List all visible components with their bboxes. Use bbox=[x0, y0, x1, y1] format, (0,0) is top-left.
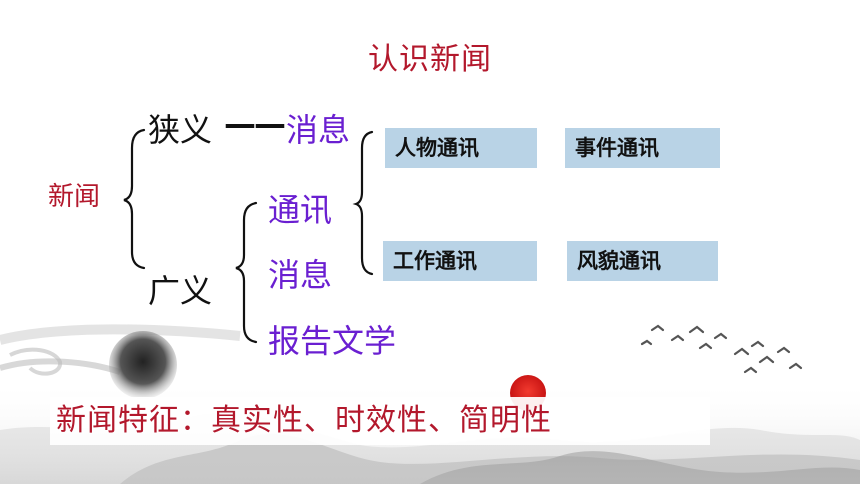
tag-scene-correspondence: 风貌通讯 bbox=[567, 241, 718, 281]
tag-work-correspondence: 工作通讯 bbox=[383, 241, 537, 281]
broad-sense-label: 广义 bbox=[148, 272, 213, 310]
broad-item-reportage: 报告文学 bbox=[268, 322, 397, 360]
hierarchy-brackets bbox=[123, 128, 374, 344]
features-text: 新闻特征：真实性、时效性、简明性 bbox=[56, 403, 552, 438]
narrow-dash: —— bbox=[224, 105, 286, 143]
flying-birds-decoration bbox=[640, 324, 803, 374]
broad-item-news-brief: 消息 bbox=[268, 256, 333, 294]
tag-person-correspondence: 人物通讯 bbox=[385, 128, 537, 168]
tag-event-correspondence: 事件通讯 bbox=[565, 128, 720, 168]
broad-item-correspondence: 通讯 bbox=[268, 191, 333, 229]
features-banner bbox=[50, 397, 710, 445]
narrow-sense-label: 狭义 bbox=[148, 111, 213, 149]
narrow-sense-value: 消息 bbox=[286, 111, 351, 149]
page-title: 认识新闻 bbox=[368, 42, 492, 77]
news-root-label: 新闻 bbox=[48, 182, 101, 212]
